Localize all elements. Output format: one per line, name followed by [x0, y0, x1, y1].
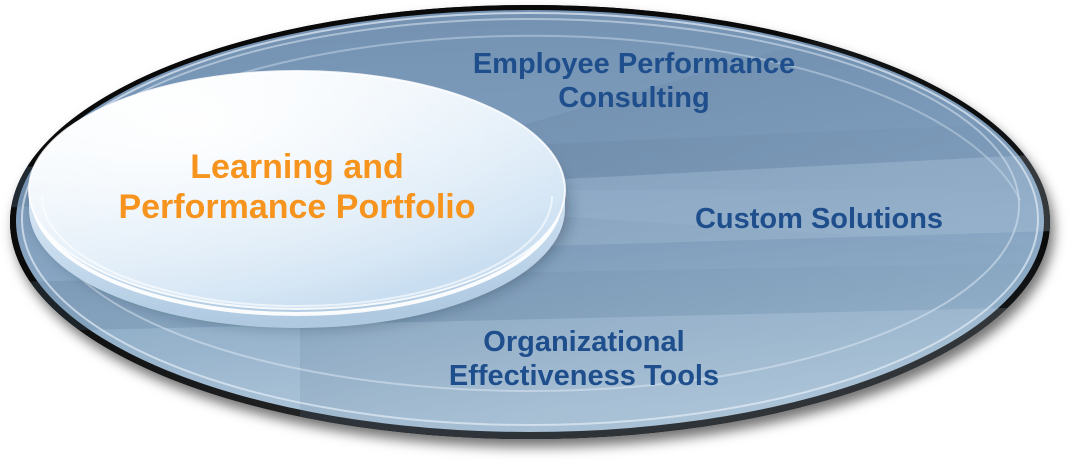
inner-disc-glow: [29, 71, 565, 309]
inner-disc-group: [28, 70, 566, 328]
highlight-band-bottom: [10, 306, 1050, 439]
outer-rim-arc-outer: [21, 12, 1039, 426]
inner-disc-rim-highlight: [31, 197, 563, 316]
inner-disc-face-edge: [28, 70, 566, 310]
inner-disc-face-contour: [41, 195, 553, 307]
